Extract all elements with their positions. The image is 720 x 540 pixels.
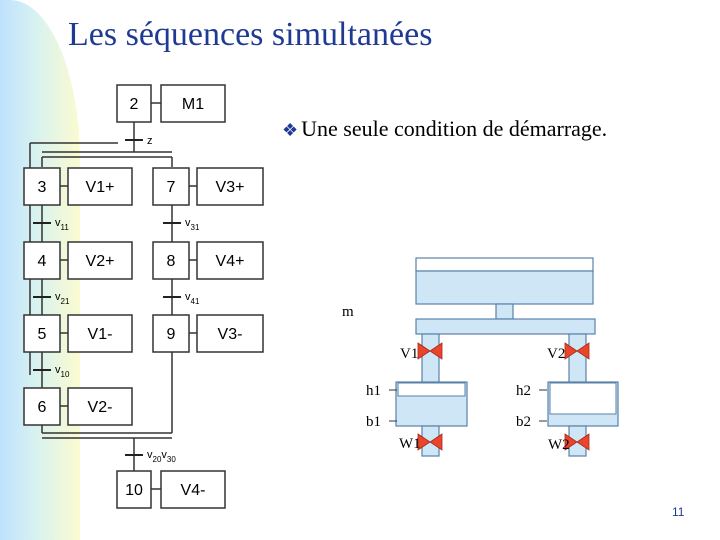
label-v1: V1	[400, 346, 418, 362]
action-box-10	[160, 470, 226, 509]
slide-title: Les séquences simultanées	[68, 16, 433, 53]
step-box-6	[23, 387, 61, 426]
mixer-cover	[415, 257, 594, 272]
step-box-7	[152, 167, 190, 206]
valve-w2-right	[576, 433, 590, 451]
label-b2: b2	[516, 414, 531, 430]
step-number-9: 9	[167, 326, 176, 343]
step-number-3: 3	[38, 179, 47, 196]
step-number-7: 7	[167, 179, 176, 196]
page-number: 11	[672, 505, 685, 519]
step-box-8	[152, 241, 190, 280]
step-number-6: 6	[38, 399, 47, 416]
action-box-7	[196, 167, 264, 206]
step-action-5: V1-	[88, 326, 113, 343]
valve-w2-left	[564, 433, 578, 451]
pipe-v1	[421, 333, 440, 384]
action-box-8	[196, 241, 264, 280]
label-w1: W1	[399, 436, 421, 452]
valve-v2-left	[564, 342, 578, 360]
step-box-9	[152, 314, 190, 353]
valve-w1-left	[417, 433, 431, 451]
transition-label-v41: v41	[185, 291, 200, 306]
step-action-4: V2+	[86, 253, 115, 270]
grafcet-diagram: 2 3 4 5 6 7 8 9 10 M1 V1+ V2+ V1- V2- V3…	[23, 84, 264, 509]
label-b1: b1	[366, 414, 381, 430]
step-box-4	[23, 241, 61, 280]
transition-label-v21: v21	[55, 291, 70, 306]
step-number-4: 4	[38, 253, 47, 270]
transition-label-v10: v10	[55, 364, 70, 379]
step-box-2	[116, 84, 152, 123]
transition-label-v11: v11	[55, 217, 69, 232]
label-h2: h2	[516, 383, 531, 399]
bullet-point: ❖Une seule condition de démarrage.	[282, 116, 607, 142]
valve-v2-right	[576, 342, 590, 360]
label-v2: V2	[547, 346, 565, 362]
step-number-2: 2	[130, 96, 139, 113]
step-number-5: 5	[38, 326, 47, 343]
transition-label-v31: v31	[185, 217, 200, 232]
distribution-pipe	[415, 318, 596, 335]
pipe-v2	[568, 333, 587, 384]
valve-v1-left	[417, 342, 431, 360]
step-action-3: V1+	[86, 179, 115, 196]
action-box-4	[67, 241, 133, 280]
mixer-body	[415, 270, 594, 305]
label-m: m	[342, 304, 354, 320]
step-action-6: V2-	[88, 399, 113, 416]
step-action-9: V3-	[218, 326, 243, 343]
label-h1: h1	[366, 383, 381, 399]
bullet-text: Une seule condition de démarrage.	[301, 116, 608, 141]
step-number-10: 10	[125, 482, 143, 499]
step-action-8: V4+	[216, 253, 245, 270]
mixer-shaft	[495, 303, 514, 320]
step-action-7: V3+	[216, 179, 245, 196]
transition-label-z: z	[147, 135, 153, 147]
label-w2: W2	[548, 437, 570, 453]
step-box-10	[116, 470, 152, 509]
transition-label-v20-v30: v20v30	[147, 449, 176, 464]
diamond-bullet-icon: ❖	[282, 120, 299, 140]
valve-w1-right	[429, 433, 443, 451]
machine-schematic: m V1 V2 h1 h2 b1 b2 W1 W2	[342, 257, 619, 457]
tank-1-level-high	[397, 382, 466, 397]
valve-v1-right	[429, 342, 443, 360]
step-action-2: M1	[182, 96, 204, 113]
step-action-10: V4-	[181, 482, 206, 499]
tank-2-level-empty	[549, 382, 617, 415]
action-box-3	[67, 167, 133, 206]
step-number-8: 8	[167, 253, 176, 270]
